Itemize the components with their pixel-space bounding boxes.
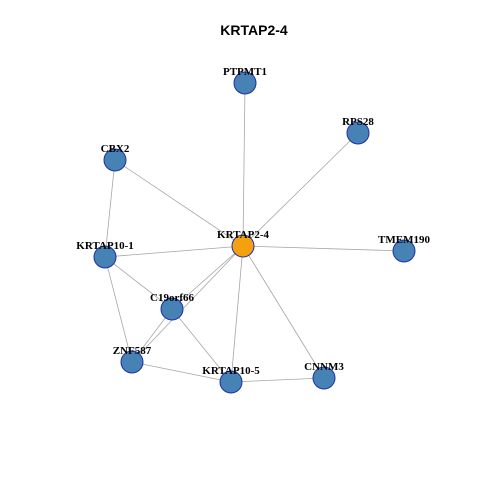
node-label-cbx2: CBX2: [101, 143, 130, 155]
edge-krtap2-4-rps28: [242, 132, 359, 247]
edge-krtap10-1-c19orf66: [104, 256, 173, 310]
edge-krtap2-4-tmem190: [242, 245, 405, 252]
edge-krtap2-4-znf587: [131, 245, 244, 363]
edge-c19orf66-krtap10-5: [171, 308, 232, 383]
node-tmem190: [392, 239, 416, 263]
node-cnnm3: [312, 366, 336, 390]
edge-krtap2-4-krtap10-1: [104, 245, 244, 258]
node-rps28: [346, 121, 370, 145]
edge-krtap2-4-ptpmt1: [242, 82, 246, 247]
edge-znf587-krtap10-5: [131, 361, 232, 383]
node-label-krtap10-5: KRTAP10-5: [202, 365, 260, 377]
node-label-krtap2-4: KRTAP2-4: [217, 229, 269, 241]
node-label-ptpmt1: PTPMT1: [223, 66, 267, 78]
edge-krtap2-4-krtap10-5: [230, 245, 244, 383]
edge-krtap10-1-znf587: [104, 256, 133, 363]
edge-krtap10-5-cnnm3: [230, 377, 325, 383]
node-cbx2: [103, 148, 127, 172]
node-c19orf66: [160, 297, 184, 321]
node-label-c19orf66: C19orf66: [150, 292, 194, 304]
node-krtap2-4: [231, 234, 255, 258]
node-ptpmt1: [233, 71, 257, 95]
edge-cbx2-krtap10-1: [104, 159, 116, 258]
node-label-znf587: ZNF587: [113, 345, 152, 357]
edges-layer: [104, 82, 405, 383]
node-label-rps28: RPS28: [342, 116, 374, 128]
node-label-tmem190: TMEM190: [378, 234, 430, 246]
node-krtap10-5: [219, 370, 243, 394]
edge-krtap2-4-cbx2: [114, 159, 244, 247]
edge-krtap2-4-c19orf66: [171, 245, 244, 310]
edge-krtap2-4-cnnm3: [242, 245, 325, 379]
node-label-cnnm3: CNNM3: [304, 361, 344, 373]
node-znf587: [120, 350, 144, 374]
node-label-krtap10-1: KRTAP10-1: [76, 240, 133, 252]
nodes-layer: [93, 71, 416, 394]
node-krtap10-1: [93, 245, 117, 269]
diagram-title: KRTAP2-4: [220, 22, 288, 38]
